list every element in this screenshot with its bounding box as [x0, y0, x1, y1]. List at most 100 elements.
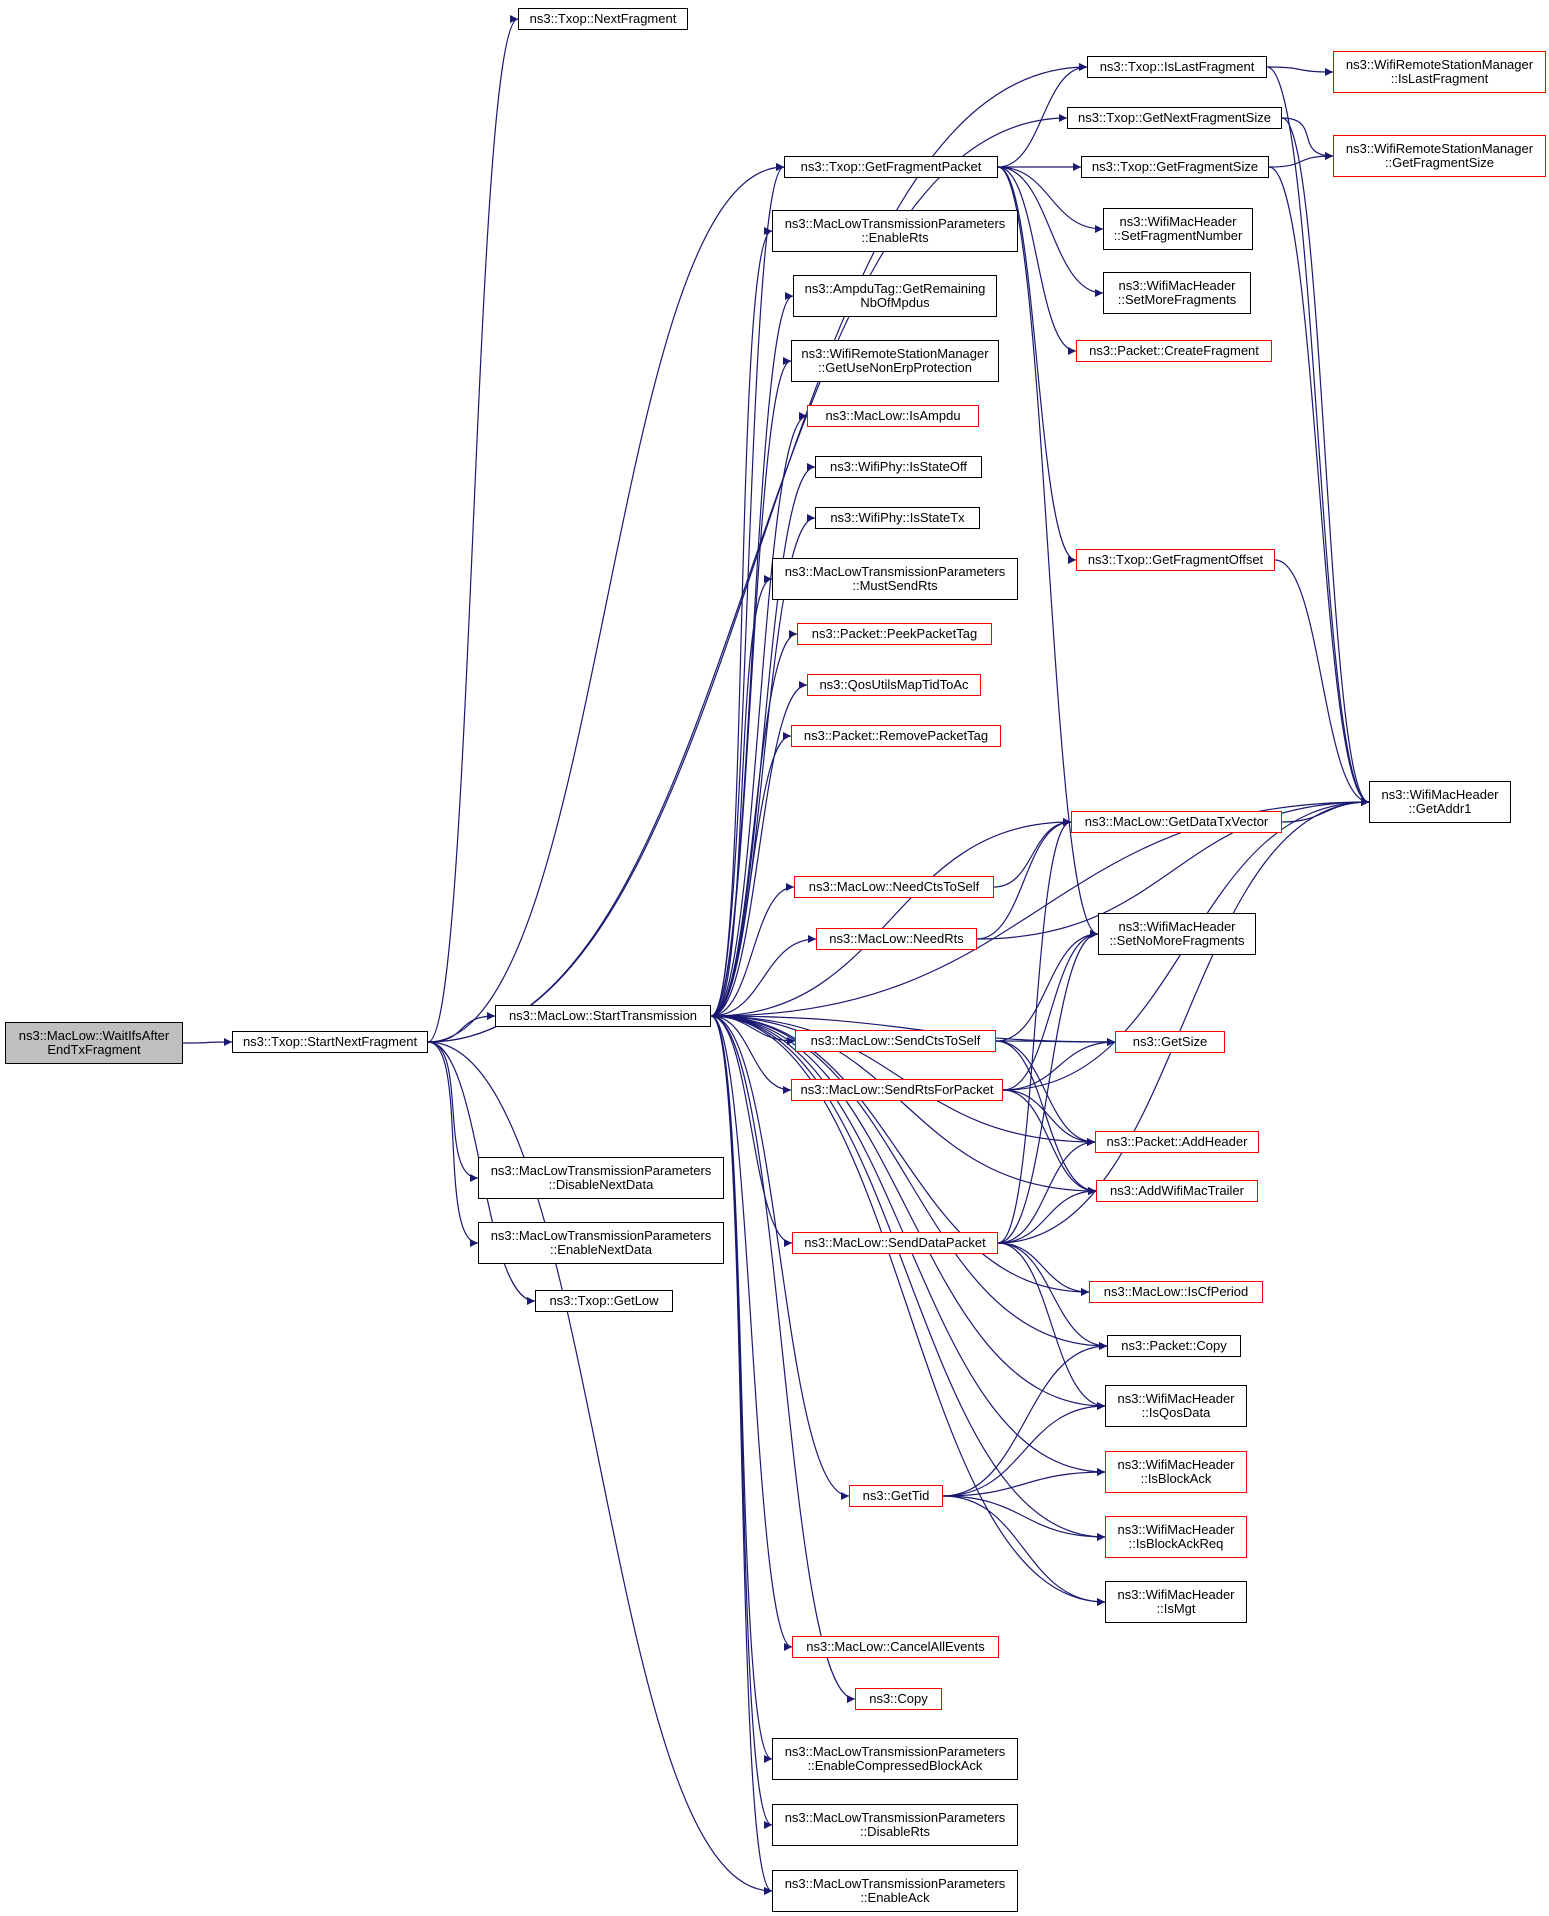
- node-mustSendRts[interactable]: ns3::MacLowTransmissionParameters::MustS…: [772, 558, 1018, 600]
- node-getDataTxVector[interactable]: ns3::MacLow::GetDataTxVector: [1071, 811, 1282, 833]
- edge-getFragmentSize-to-wrsmGetFragmentSize: [1268, 152, 1334, 168]
- edge-startNextFragment-to-enableNextData: [427, 1041, 479, 1247]
- edge-sendRtsForPacket-to-getSize: [1002, 1038, 1116, 1091]
- edge-getFragmentSize-to-getAddr1: [1268, 166, 1370, 806]
- node-label: ::IsMgt: [1156, 1601, 1196, 1616]
- node-label: ns3::MacLowTransmissionParameters: [784, 564, 1006, 579]
- node-isAmpdu[interactable]: ns3::MacLow::IsAmpdu: [807, 405, 979, 427]
- node-getLow[interactable]: ns3::Txop::GetLow: [535, 1290, 673, 1312]
- node-label: ns3::Txop::GetLow: [549, 1293, 659, 1308]
- node-disableRts[interactable]: ns3::MacLowTransmissionParameters::Disab…: [772, 1804, 1018, 1846]
- node-label: ns3::AmpduTag::GetRemaining: [804, 281, 986, 296]
- node-getTid[interactable]: ns3::GetTid: [849, 1485, 943, 1507]
- edge-startTransmission-to-cancelAllEvents: [710, 1015, 793, 1651]
- node-label: ns3::MacLowTransmissionParameters: [784, 1876, 1006, 1891]
- node-enableNextData[interactable]: ns3::MacLowTransmissionParameters::Enabl…: [478, 1222, 724, 1264]
- node-sendDataPacket[interactable]: ns3::MacLow::SendDataPacket: [792, 1232, 998, 1254]
- edge-startTransmission-to-getAddr1: [710, 798, 1370, 1017]
- node-getAddr1[interactable]: ns3::WifiMacHeader::GetAddr1: [1369, 781, 1511, 823]
- node-isQosData[interactable]: ns3::WifiMacHeader::IsQosData: [1105, 1385, 1247, 1427]
- edge-startTransmission-to-copyFn: [710, 1015, 856, 1703]
- node-getSize[interactable]: ns3::GetSize: [1115, 1031, 1225, 1053]
- node-label: ns3::WifiMacHeader: [1381, 787, 1499, 802]
- node-wrsmGetFragmentSize[interactable]: ns3::WifiRemoteStationManager::GetFragme…: [1333, 135, 1546, 177]
- node-wrsmIsLastFragment[interactable]: ns3::WifiRemoteStationManager::IsLastFra…: [1333, 51, 1546, 93]
- node-removePacketTag[interactable]: ns3::Packet::RemovePacketTag: [791, 725, 1001, 747]
- node-label: ns3::Txop::GetFragmentPacket: [800, 159, 982, 174]
- edge-getFragmentOffset-to-getAddr1: [1274, 559, 1370, 806]
- node-label: ns3::QosUtilsMapTidToAc: [819, 677, 969, 692]
- node-isBlockAck[interactable]: ns3::WifiMacHeader::IsBlockAck: [1105, 1451, 1247, 1493]
- node-label: ns3::MacLow::NeedCtsToSelf: [808, 879, 980, 894]
- node-useNonErp[interactable]: ns3::WifiRemoteStationManager::GetUseNon…: [791, 340, 999, 382]
- node-disableNextData[interactable]: ns3::MacLowTransmissionParameters::Disab…: [478, 1157, 724, 1199]
- node-qosMap[interactable]: ns3::QosUtilsMapTidToAc: [807, 674, 981, 696]
- node-nextFragment[interactable]: ns3::Txop::NextFragment: [518, 8, 688, 30]
- node-label: ::IsBlockAckReq: [1128, 1536, 1224, 1551]
- node-getFragmentOffset[interactable]: ns3::Txop::GetFragmentOffset: [1076, 549, 1275, 571]
- node-label: ns3::MacLow::GetDataTxVector: [1084, 814, 1269, 829]
- edge-getTid-to-packetCopy: [942, 1342, 1108, 1497]
- edge-getTid-to-isBlockAck: [942, 1468, 1106, 1497]
- edge-startTransmission-to-sendDataPacket: [710, 1015, 793, 1247]
- node-startNextFragment[interactable]: ns3::Txop::StartNextFragment: [232, 1031, 428, 1053]
- node-setNoMoreFragments[interactable]: ns3::WifiMacHeader::SetNoMoreFragments: [1098, 913, 1256, 955]
- edge-getNextFragmentSize-to-getAddr1: [1281, 117, 1370, 806]
- edge-startTransmission-to-enableRts: [710, 227, 773, 1017]
- node-isMgt[interactable]: ns3::WifiMacHeader::IsMgt: [1105, 1581, 1247, 1623]
- node-label: ns3::WifiRemoteStationManager: [1345, 57, 1534, 72]
- node-needCtsToSelf[interactable]: ns3::MacLow::NeedCtsToSelf: [794, 876, 994, 898]
- edge-startNextFragment-to-disableNextData: [427, 1041, 479, 1182]
- node-label: ns3::AddWifiMacTrailer: [1110, 1183, 1244, 1198]
- node-enableRts[interactable]: ns3::MacLowTransmissionParameters::Enabl…: [772, 210, 1018, 252]
- node-label: ns3::MacLow::IsCfPeriod: [1103, 1284, 1249, 1299]
- node-packetCopy[interactable]: ns3::Packet::Copy: [1107, 1335, 1241, 1357]
- node-sendCtsToSelf[interactable]: ns3::MacLow::SendCtsToSelf: [795, 1030, 996, 1052]
- edge-isLastFragment-to-wrsmIsLastFragment: [1266, 66, 1334, 76]
- node-copyFn[interactable]: ns3::Copy: [855, 1688, 942, 1710]
- node-sendRtsForPacket[interactable]: ns3::MacLow::SendRtsForPacket: [791, 1079, 1003, 1101]
- node-label: ns3::WifiMacHeader: [1117, 1587, 1235, 1602]
- edge-sendRtsForPacket-to-addWifiMacTrailer: [1002, 1089, 1097, 1195]
- node-enableAck[interactable]: ns3::MacLowTransmissionParameters::Enabl…: [772, 1870, 1018, 1912]
- node-isStateTx[interactable]: ns3::WifiPhy::IsStateTx: [815, 507, 980, 529]
- node-getFragmentSize[interactable]: ns3::Txop::GetFragmentSize: [1081, 156, 1269, 178]
- node-enableCompressedBlockAck[interactable]: ns3::MacLowTransmissionParameters::Enabl…: [772, 1738, 1018, 1780]
- edge-sendRtsForPacket-to-addHeader: [1002, 1089, 1096, 1146]
- node-label: ns3::Packet::Copy: [1121, 1338, 1227, 1353]
- node-addHeader[interactable]: ns3::Packet::AddHeader: [1095, 1131, 1259, 1153]
- node-startTransmission[interactable]: ns3::MacLow::StartTransmission: [495, 1005, 711, 1027]
- node-setFragmentNumber[interactable]: ns3::WifiMacHeader::SetFragmentNumber: [1103, 208, 1253, 250]
- edge-startTransmission-to-sendRtsForPacket: [710, 1015, 792, 1094]
- node-addWifiMacTrailer[interactable]: ns3::AddWifiMacTrailer: [1096, 1180, 1258, 1202]
- edge-startTransmission-to-needRts: [710, 935, 817, 1017]
- node-label: ::DisableRts: [859, 1824, 931, 1839]
- node-isCfPeriod[interactable]: ns3::MacLow::IsCfPeriod: [1089, 1281, 1263, 1303]
- node-cancelAllEvents[interactable]: ns3::MacLow::CancelAllEvents: [792, 1636, 999, 1658]
- node-setMoreFragments[interactable]: ns3::WifiMacHeader::SetMoreFragments: [1103, 272, 1251, 314]
- node-peekPacketTag[interactable]: ns3::Packet::PeekPacketTag: [797, 623, 992, 645]
- edge-startTransmission-to-getTid: [710, 1015, 850, 1500]
- edge-needRts-to-getAddr1: [976, 798, 1370, 940]
- node-isStateOff[interactable]: ns3::WifiPhy::IsStateOff: [815, 456, 982, 478]
- node-label: ::SetNoMoreFragments: [1109, 933, 1245, 948]
- node-getFragmentPacket[interactable]: ns3::Txop::GetFragmentPacket: [784, 156, 998, 178]
- node-label: ns3::MacLow::NeedRts: [829, 931, 964, 946]
- edge-startTransmission-to-removePacketTag: [710, 732, 792, 1017]
- edge-startNextFragment-to-nextFragment: [427, 15, 519, 1043]
- node-label: ::EnableRts: [861, 230, 929, 245]
- edge-getFragmentPacket-to-setFragmentNumber: [997, 166, 1104, 233]
- node-label: ns3::Packet::RemovePacketTag: [803, 728, 989, 743]
- node-needRts[interactable]: ns3::MacLow::NeedRts: [816, 928, 977, 950]
- edge-sendCtsToSelf-to-addWifiMacTrailer: [995, 1040, 1097, 1195]
- node-getNextFragmentSize[interactable]: ns3::Txop::GetNextFragmentSize: [1067, 107, 1282, 129]
- node-label: ns3::MacLow::SendCtsToSelf: [810, 1033, 981, 1048]
- node-isLastFragment[interactable]: ns3::Txop::IsLastFragment: [1087, 56, 1267, 78]
- node-isBlockAckReq[interactable]: ns3::WifiMacHeader::IsBlockAckReq: [1105, 1516, 1247, 1558]
- edge-startNextFragment-to-startTransmission: [427, 1012, 496, 1043]
- node-createFragment[interactable]: ns3::Packet::CreateFragment: [1076, 340, 1272, 362]
- node-label: ns3::MacLow::WaitIfsAfter: [18, 1028, 170, 1043]
